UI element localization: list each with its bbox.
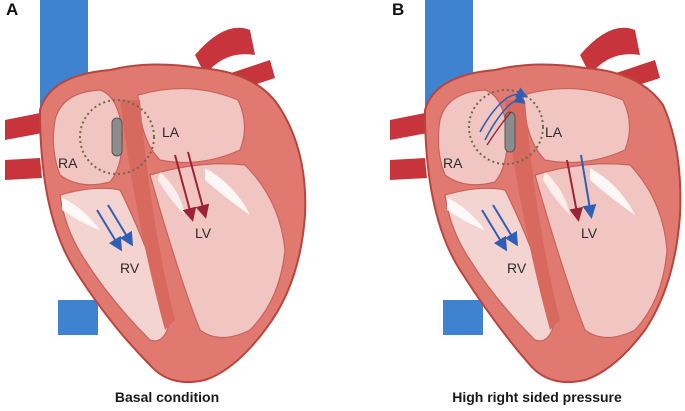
septum: [120, 100, 175, 330]
heart-diagram-b: RA LA RV LV: [390, 0, 682, 384]
septal-region-highlight: [79, 99, 155, 175]
pulmonary-vein-left-lower: [5, 158, 42, 180]
aorta: [580, 27, 640, 75]
tricuspid-valve: [62, 198, 100, 230]
heart-diagram-a: RA LA RV LV: [5, 0, 307, 384]
mitral-valve-2: [158, 172, 185, 215]
shunt-flow-arrow-1: [484, 92, 526, 141]
panel-a: RA LA RV LV A Basal condition: [0, 0, 340, 411]
label-la: LA: [545, 124, 563, 140]
la-to-lv-arrow-2: [187, 151, 210, 219]
mitral-valve: [590, 168, 635, 215]
la-to-lv-arrow-blue: [580, 154, 597, 219]
ra-to-rv-arrow-1: [481, 209, 508, 252]
caption-b: High right sided pressure: [452, 389, 622, 405]
la-to-lv-arrow-1: [174, 154, 197, 222]
shunt-flow-arrow-2: [479, 87, 528, 133]
mitral-valve: [205, 168, 250, 215]
label-lv: LV: [195, 225, 212, 241]
label-ra: RA: [443, 155, 463, 171]
pulmonary-vein-left-lower: [390, 158, 427, 180]
pulmonary-vein-left: [390, 112, 433, 140]
caption-a: Basal condition: [114, 389, 220, 405]
right-ventricle: [444, 187, 556, 342]
right-ventricle: [59, 187, 171, 342]
panel-letter-a: A: [6, 0, 19, 19]
septum: [505, 100, 560, 330]
inferior-vena-cava: [443, 300, 483, 335]
septal-region-highlight: [468, 89, 544, 165]
label-la: LA: [162, 124, 180, 140]
label-rv: RV: [507, 260, 527, 276]
mitral-valve-2: [543, 172, 570, 215]
ra-to-rv-arrow-2: [492, 204, 519, 247]
label-lv: LV: [581, 225, 598, 241]
septal-occluder-device: [504, 111, 516, 153]
ra-to-rv-arrow-1: [96, 209, 123, 252]
right-atrium: [52, 89, 123, 186]
left-atrium: [522, 87, 631, 164]
label-ra: RA: [58, 155, 78, 171]
septal-occluder-device: [111, 117, 123, 157]
panel-b: RA LA RV LV B High right sided pressure: [345, 0, 685, 411]
label-rv: RV: [120, 260, 140, 276]
shunt-flow-arrow-3: [486, 111, 512, 146]
la-to-lv-arrow-red: [566, 159, 584, 222]
tricuspid-valve: [447, 198, 485, 230]
left-atrium: [137, 87, 246, 164]
ra-to-rv-arrow-2: [107, 204, 134, 247]
panel-letter-b: B: [392, 0, 405, 19]
inferior-vena-cava: [58, 300, 98, 335]
right-atrium: [437, 89, 508, 186]
aorta: [195, 27, 255, 75]
pulmonary-vein-left: [5, 112, 48, 140]
